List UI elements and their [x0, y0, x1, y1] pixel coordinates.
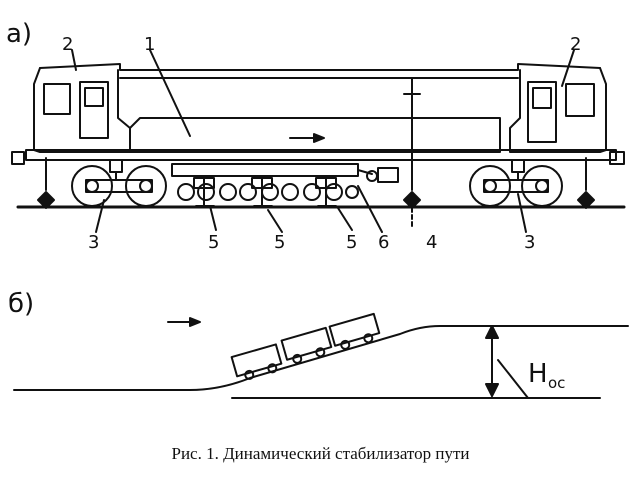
figure-caption: Рис. 1. Динамический стабилизатор пути	[171, 444, 470, 463]
bogie-right	[469, 157, 587, 207]
callout-2-left: 2	[62, 34, 73, 55]
level-sensor-mast	[403, 77, 421, 191]
cab-right-door	[527, 81, 557, 143]
panel-a-label: а)	[6, 19, 32, 49]
callout-4: 4	[426, 232, 437, 253]
cab-left-window	[43, 83, 71, 115]
height-subscript: oc	[548, 374, 565, 392]
track-profile-line	[13, 325, 629, 391]
callout-3-left: 3	[88, 232, 99, 253]
profile-view	[13, 312, 629, 399]
callout-6: 6	[378, 232, 389, 253]
cab-left	[33, 67, 131, 153]
cab-left-door	[79, 81, 109, 139]
callout-5-b: 5	[274, 232, 285, 253]
machine-side-view	[11, 49, 626, 233]
coupler-left	[11, 151, 25, 165]
callout-1: 1	[144, 34, 155, 55]
stabilizer-drive	[377, 167, 399, 183]
callout-2-right: 2	[570, 34, 581, 55]
cab-right-window	[565, 83, 595, 117]
panel-b-label: б)	[8, 289, 34, 319]
machine-roof	[39, 63, 601, 71]
stabilizer-frame	[171, 163, 359, 177]
stabilizer-wheels	[177, 177, 359, 207]
callout-3-right: 3	[524, 232, 535, 253]
machine-frame	[25, 149, 617, 161]
stabilizer-cars	[230, 312, 381, 380]
callout-5-c: 5	[346, 232, 357, 253]
coupler-right	[609, 151, 625, 165]
bogie-left	[45, 157, 167, 207]
height-label: H	[528, 359, 548, 389]
callout-5-a: 5	[208, 232, 219, 253]
machine-body	[129, 117, 501, 153]
cab-right	[509, 67, 607, 153]
